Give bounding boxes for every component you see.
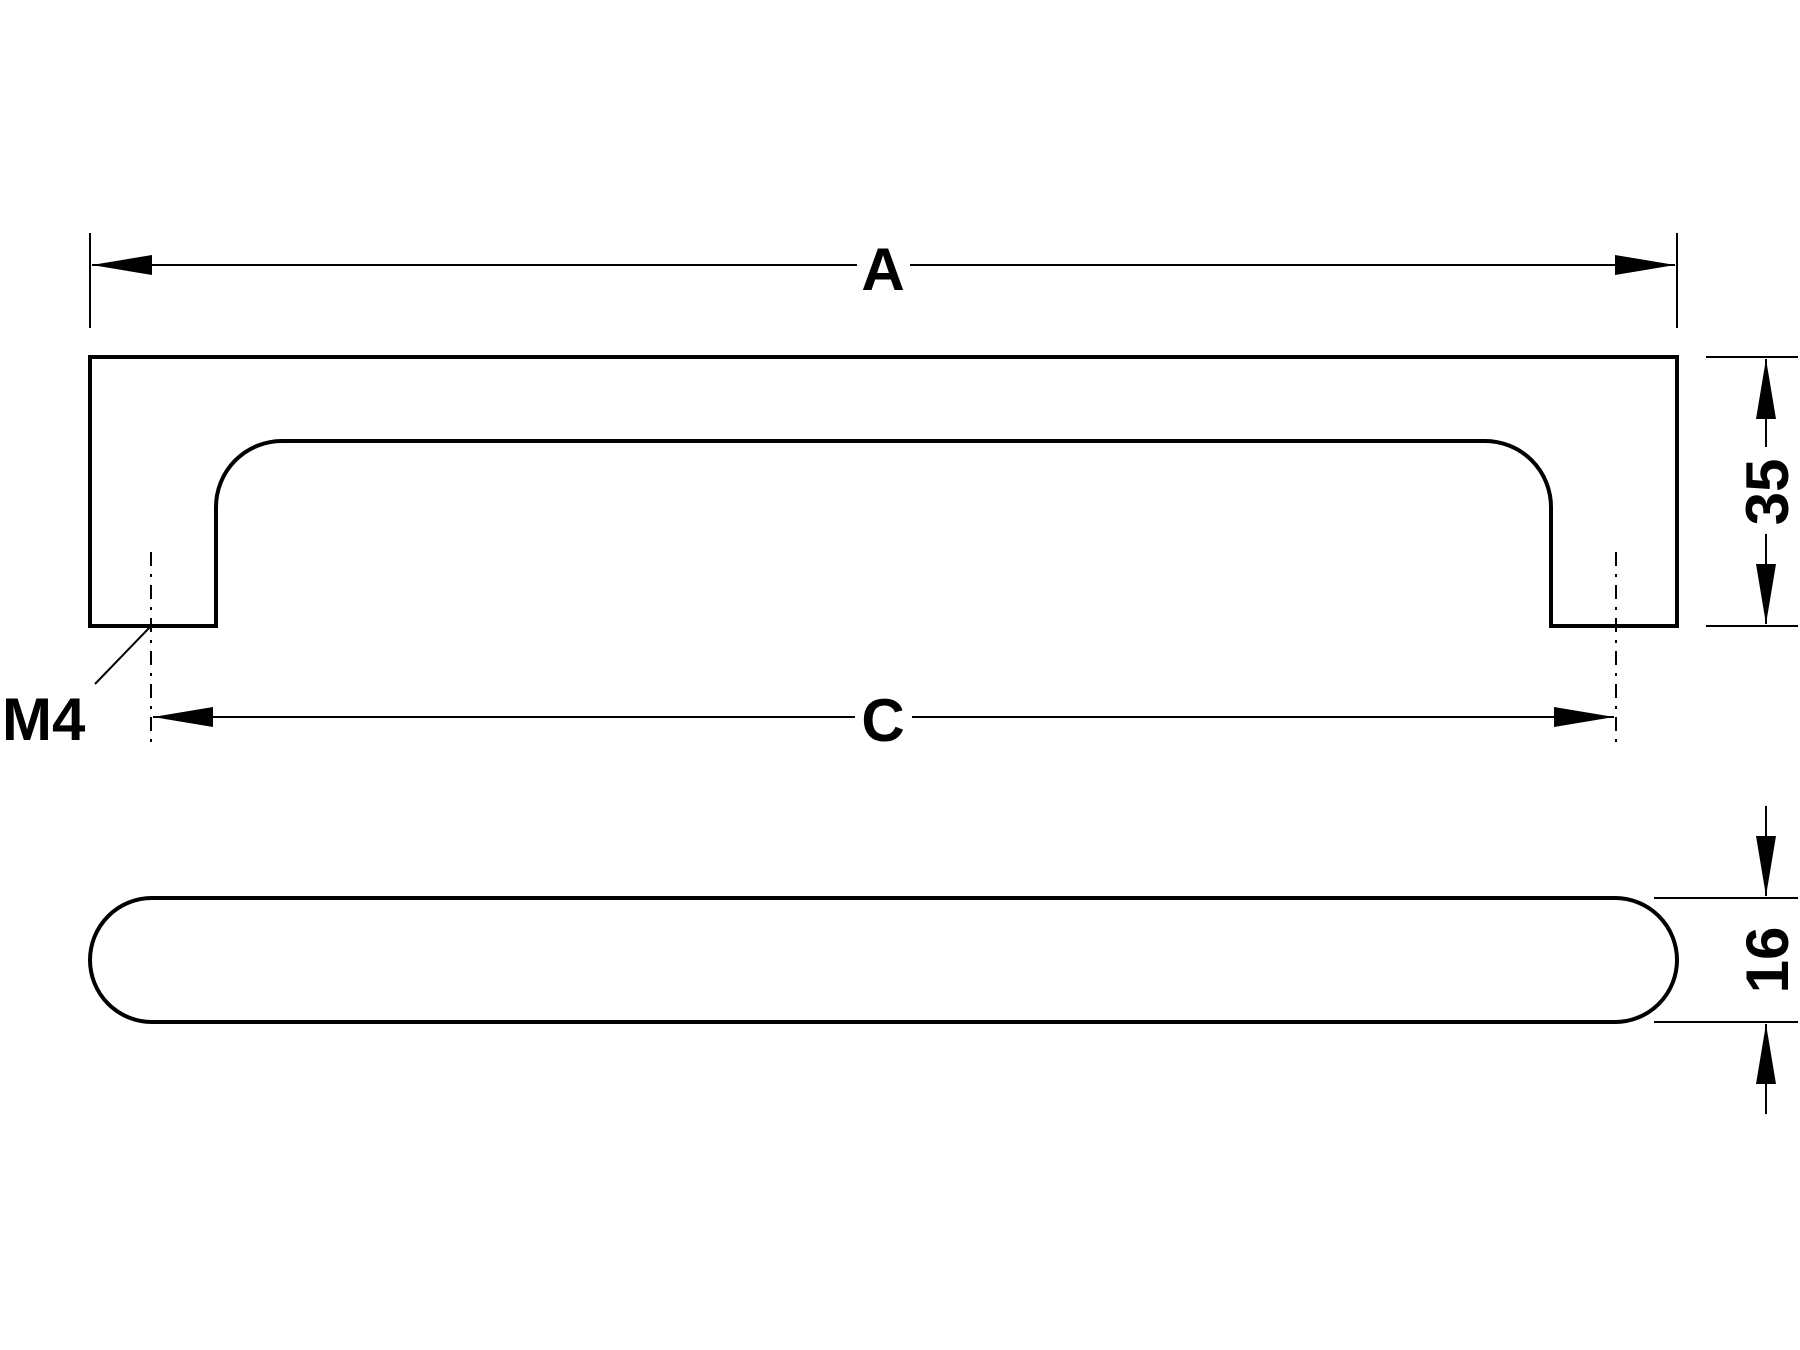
dimension-c-arrow-left xyxy=(153,707,213,727)
dimension-35: 35 xyxy=(1706,356,1800,627)
dimension-c: C xyxy=(153,687,1614,754)
dimension-a-label: A xyxy=(861,236,904,303)
dimension-a-arrow-left xyxy=(92,255,152,275)
thread-label: M4 xyxy=(2,686,86,753)
thread-leader-line xyxy=(94,625,152,685)
dimension-35-arrow-bottom xyxy=(1756,564,1776,624)
dimension-16-label: 16 xyxy=(1734,927,1800,994)
handle-top-view-outline xyxy=(88,896,1679,1024)
thread-callout: M4 xyxy=(2,625,152,753)
dimension-c-arrow-right xyxy=(1554,707,1614,727)
dimension-c-label: C xyxy=(861,687,904,754)
dimension-a-arrow-right xyxy=(1615,255,1675,275)
handle-front-outline xyxy=(88,355,1679,628)
dimension-a: A xyxy=(89,233,1678,328)
dimension-16-arrow-bottom xyxy=(1756,1024,1776,1084)
dimension-35-label: 35 xyxy=(1734,459,1800,526)
dimension-16: 16 xyxy=(1654,806,1800,1114)
dimension-35-arrow-top xyxy=(1756,359,1776,419)
dimension-16-arrow-top xyxy=(1756,836,1776,896)
